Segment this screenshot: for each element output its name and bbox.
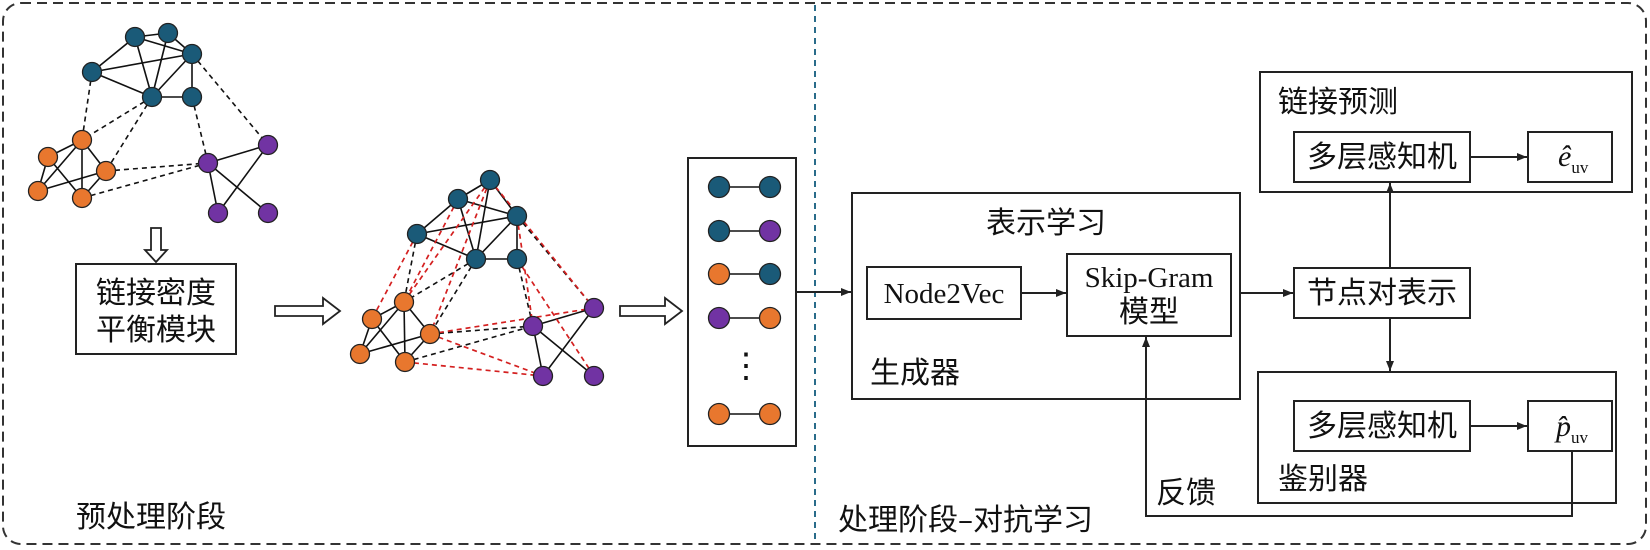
- graph-node: [124, 26, 146, 48]
- skipgram-label-line2: 模型: [1119, 295, 1179, 330]
- graph-node: [447, 188, 469, 210]
- node-pair-node: [707, 262, 731, 286]
- balance-module-line1: 链接密度: [96, 276, 216, 311]
- feedback-label: 反馈: [1156, 476, 1216, 511]
- discriminator-label: 鉴别器: [1278, 462, 1368, 497]
- link-prediction-title: 链接预测: [1278, 85, 1398, 120]
- node-pair-node: [707, 175, 731, 199]
- node-pair-node: [758, 262, 782, 286]
- graph-node: [197, 152, 219, 174]
- graph-node: [361, 308, 383, 330]
- graph-node: [394, 351, 416, 373]
- node-pair-node: [758, 402, 782, 426]
- node-pair-list: [707, 175, 782, 426]
- node-pair-row: [707, 262, 782, 286]
- graph-node: [583, 297, 605, 319]
- node-pair-representation-label: 节点对表示: [1307, 276, 1457, 311]
- graph-node: [71, 187, 93, 209]
- graph-node: [95, 160, 117, 182]
- graph-node: [37, 146, 59, 168]
- graph-node: [479, 169, 501, 191]
- graph-node: [532, 365, 554, 387]
- skipgram-label-line1: Skip-Gram: [1085, 262, 1214, 294]
- stage-label-process: 处理阶段–对抗学习: [838, 503, 1093, 538]
- graph-node: [181, 43, 203, 65]
- disc-output-symbol: p̂uv: [1554, 410, 1589, 447]
- graph-node: [583, 365, 605, 387]
- graph-node: [157, 22, 179, 44]
- link-output-symbol: êuv: [1558, 140, 1589, 177]
- node2vec-box: [866, 266, 1022, 320]
- node-pair-node: [707, 306, 731, 330]
- hollow-right-arrow: [274, 296, 342, 326]
- graph-node: [506, 205, 528, 227]
- graph-node: [506, 248, 528, 270]
- node-pair-node: [758, 175, 782, 199]
- discriminator-mlp-box: [1293, 400, 1471, 452]
- graph-node: [465, 248, 487, 270]
- node-pair-row: [707, 402, 782, 426]
- representation-learning-title: 表示学习: [986, 206, 1106, 241]
- graph-node: [27, 180, 49, 202]
- node-pair-node: [758, 219, 782, 243]
- node-pair-row: [707, 219, 782, 243]
- graph-node: [207, 202, 229, 224]
- node-pair-row: [707, 306, 782, 330]
- generator-label: 生成器: [870, 356, 960, 391]
- node-pair-node: [707, 219, 731, 243]
- node-pair-list-box: [687, 157, 797, 447]
- node-pair-representation-box: [1293, 267, 1471, 319]
- node-pair-node: [707, 402, 731, 426]
- link-output-box: [1527, 131, 1613, 183]
- original-graph: [27, 22, 279, 224]
- balance-module-line2: 平衡模块: [96, 313, 216, 348]
- graph-node: [257, 202, 279, 224]
- disc-output-box: [1527, 400, 1613, 452]
- graph-node: [181, 86, 203, 108]
- feedback-arrow: [1142, 337, 1573, 517]
- skipgram-box: [1066, 253, 1232, 337]
- hollow-down-arrow: [142, 227, 170, 264]
- graph-node: [522, 315, 544, 337]
- graph-node: [349, 343, 371, 365]
- link-prediction-mlp-label: 多层感知机: [1307, 140, 1457, 175]
- graph-node: [406, 223, 428, 245]
- graph-node: [257, 134, 279, 156]
- graph-node: [81, 61, 103, 83]
- link-prediction-mlp-box: [1293, 131, 1471, 183]
- hollow-right-arrow: [619, 296, 684, 326]
- balance-module-box: [75, 263, 237, 355]
- balanced-graph: [349, 169, 605, 387]
- graph-node: [393, 291, 415, 313]
- graph-node: [419, 323, 441, 345]
- graph-node: [71, 129, 93, 151]
- node2vec-label: Node2Vec: [884, 278, 1005, 310]
- node-pair-node: [758, 306, 782, 330]
- graph-node: [141, 86, 163, 108]
- discriminator-mlp-label: 多层感知机: [1307, 409, 1457, 444]
- stage-label-preprocess: 预处理阶段: [76, 500, 226, 535]
- node-pair-row: [707, 175, 782, 199]
- pair-list-ellipsis: ⋮: [729, 348, 763, 385]
